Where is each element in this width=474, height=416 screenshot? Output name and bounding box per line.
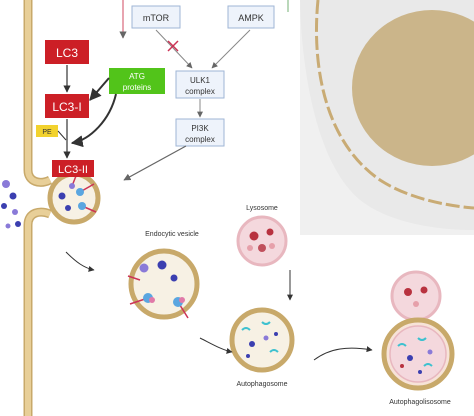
- pi3k-box: PI3K complex: [175, 118, 225, 147]
- pi3k-to-vesicle-arrow: [123, 145, 187, 181]
- ampk-label: AMPK: [238, 13, 264, 23]
- atg-label-2: proteins: [123, 83, 151, 92]
- cell-background: [300, 0, 474, 235]
- atg-box: ATG proteins: [109, 68, 165, 94]
- nucleus: [352, 10, 474, 166]
- lc3-ii-box: LC3-II: [52, 160, 94, 177]
- vesicle-cargo: [58, 175, 97, 213]
- mtor-inhibit-arrow: [155, 29, 193, 69]
- inhibition-mark: [167, 40, 179, 52]
- autophagosome-label: Autophagosome: [237, 381, 288, 388]
- ampk-activate-arrow: [211, 29, 251, 69]
- nuclear-envelope: [315, 0, 474, 210]
- endocytic-to-autophagosome-arrow: [199, 337, 233, 354]
- endocytic-vesicle: [127, 248, 200, 320]
- lc3-i-label: LC3-I: [52, 100, 81, 114]
- atg-to-lc3i-arrow: [89, 77, 110, 101]
- lc3-ii-label: LC3-II: [58, 164, 88, 176]
- extracellular-particles: [1, 180, 21, 229]
- pe-box: PE: [36, 125, 58, 137]
- endocytic-vesicle-label: Endocytic vesicle: [145, 231, 199, 238]
- lc3-label: LC3: [56, 46, 78, 60]
- autophagolysosome: [381, 270, 455, 391]
- mtor-label: mTOR: [143, 13, 170, 23]
- pe-link: [57, 130, 67, 141]
- pi3k-label-2: complex: [185, 135, 215, 144]
- lc3-box: LC3: [45, 40, 89, 64]
- lysosome-label: Lysosome: [246, 205, 278, 212]
- pi3k-label-1: PI3K: [191, 124, 209, 133]
- lc3-i-box: LC3-I: [45, 94, 89, 118]
- ampk-box: AMPK: [227, 5, 275, 29]
- ulk1-box: ULK1 complex: [175, 70, 225, 99]
- ulk1-label-2: complex: [185, 87, 215, 96]
- atg-label-1: ATG: [129, 72, 145, 81]
- lysosome: [236, 215, 288, 267]
- vesicle-flow-arrow: [65, 251, 95, 272]
- atg-to-lc3ii-arrow: [70, 93, 117, 148]
- mtor-box: mTOR: [131, 5, 181, 29]
- pe-label: PE: [42, 129, 52, 136]
- autophagolysosome-label: Autophagolisosome: [389, 399, 451, 406]
- ulk1-label-1: ULK1: [190, 76, 211, 85]
- autophagosome: [229, 307, 295, 373]
- autophagosome-to-autophagolysosome-arrow: [313, 346, 373, 361]
